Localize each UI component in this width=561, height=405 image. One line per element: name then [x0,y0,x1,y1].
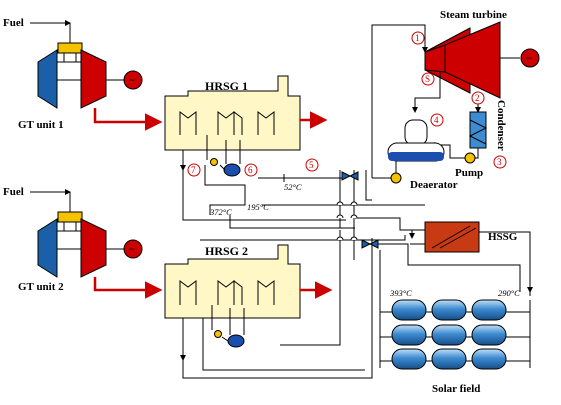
svg-text:1: 1 [415,33,420,43]
valve-bottom [361,239,372,249]
steam-turbine-label: Steam turbine [440,9,507,21]
fuel-label-top: Fuel [3,17,24,29]
hssg-label: HSSG [488,231,518,243]
deaerator: Deaerator [372,119,458,191]
state-point-2: 2 [471,91,485,105]
valve-top [341,171,352,181]
svg-text:4: 4 [434,115,439,125]
pump-circle [464,152,476,164]
svg-text:~: ~ [128,245,136,255]
feed-pump [390,172,402,184]
gas-turbine-1 [80,49,107,109]
state-point-1: 1 [411,31,425,45]
fuel-box-2 [57,211,83,223]
condenser: Condenser [466,100,507,159]
gt2-label: GT unit 2 [18,281,64,293]
solar-field: 393°C 290°C Solar field [379,250,531,395]
svg-text:~: ~ [128,76,136,86]
hrsg-2: HRSG 2 [164,230,373,379]
collector-row-3 [380,348,530,370]
svg-text:S: S [425,74,430,84]
generator-2 [123,239,143,259]
hrsg1-label: HRSG 1 [205,79,248,93]
temp-52: 52°C [284,182,302,192]
svg-text:6: 6 [248,165,253,175]
state-point-5: 5 [305,158,319,172]
condenser-label: Condenser [495,100,507,151]
temp-195: 195°C [247,202,269,212]
state-point-s: S [421,72,435,86]
collector-row-2 [380,324,530,346]
svg-text:7: 7 [191,165,196,175]
gt-unit-1: Fuel ~ GT unit 1 [3,17,163,131]
svg-text:3: 3 [497,157,502,167]
deaerator-label: Deaerator [410,179,458,191]
hrsg2-label: HRSG 2 [205,244,248,258]
hssg: HSSG [409,221,533,293]
pump-hrsg1 [210,158,218,166]
svg-text:2: 2 [475,93,480,103]
hrsg-1: HRSG 1 [164,75,346,221]
solar-field-label: Solar field [432,383,480,395]
pump-label: Pump [455,167,483,179]
fuel-label-bottom: Fuel [3,186,24,198]
state-point-3: 3 [493,155,507,169]
st-generator [520,48,540,68]
header-piping: 52°C 372°C 195°C [200,165,521,292]
fuel-box-1 [57,42,83,54]
svg-text:5: 5 [309,160,314,170]
temp-393: 393°C [389,288,412,298]
state-points: 1 S 2 3 4 5 6 7 [187,31,507,177]
gt-unit-2: Fuel ~ GT unit 2 [3,186,163,299]
compressor-1 [37,49,58,109]
state-point-6: 6 [244,163,258,177]
svg-text:~: ~ [525,54,533,64]
main-pump: Pump [429,142,483,179]
state-point-4: 4 [430,113,444,127]
gas-turbine-2 [80,218,107,278]
compressor-2 [37,218,58,278]
pump-hrsg2 [214,330,222,338]
state-point-7: 7 [187,163,201,177]
generator-1 [123,70,143,90]
temp-290: 290°C [498,288,520,298]
gt1-label: GT unit 1 [18,119,64,131]
drum-hrsg2 [227,334,245,348]
temp-372: 372°C [209,207,232,217]
steam-turbine: Steam turbine ~ [371,9,540,178]
collector-row-1 [380,299,530,321]
drum-hrsg1 [223,163,241,177]
